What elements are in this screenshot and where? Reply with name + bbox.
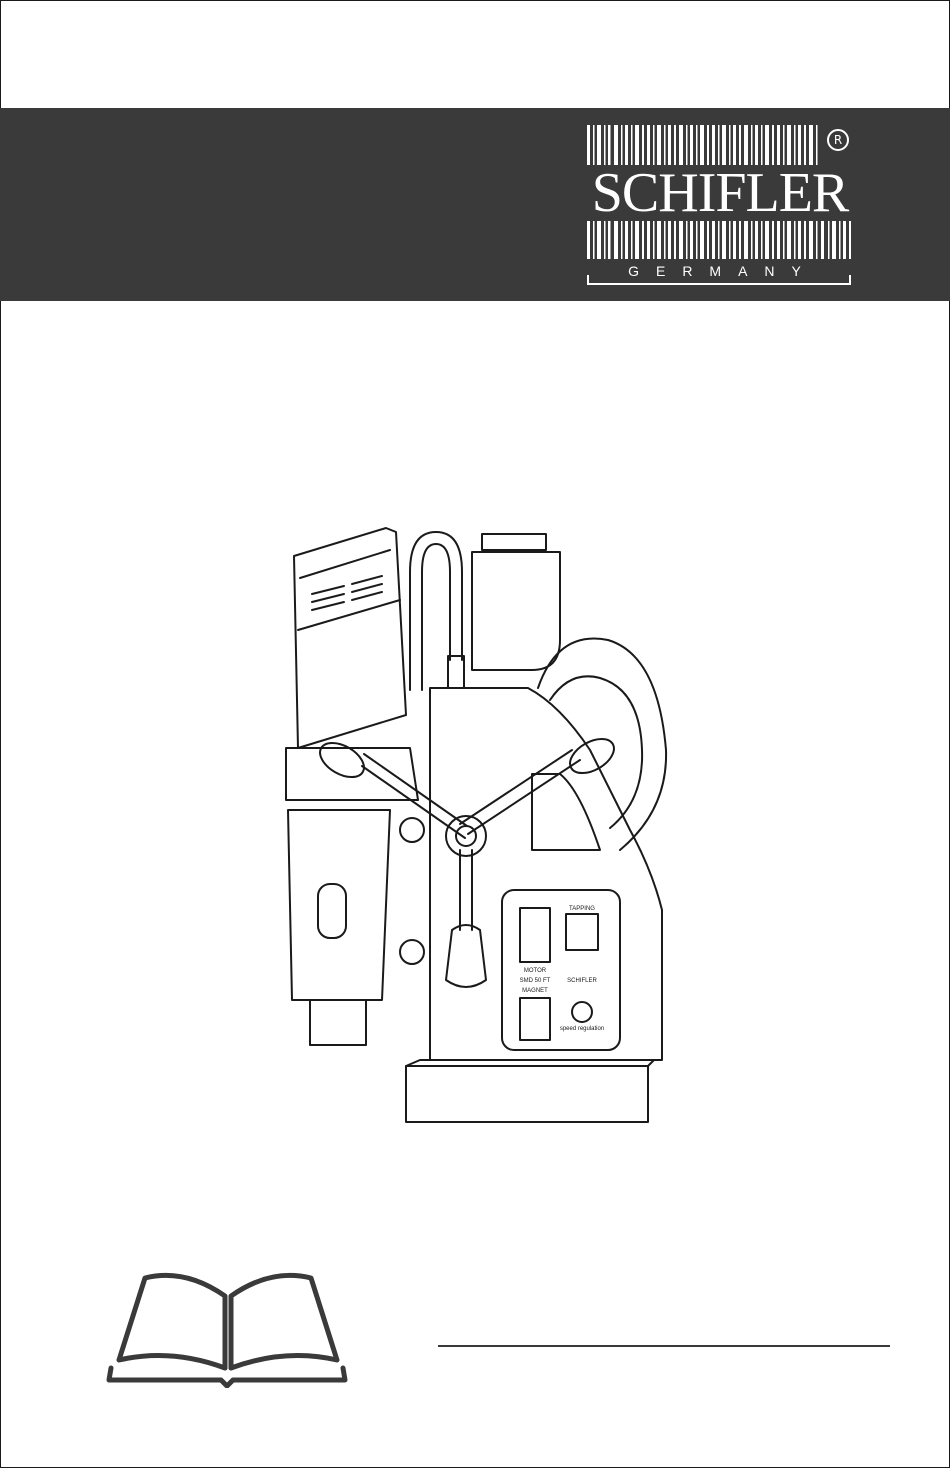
brand-wordmark: SCHIFLER: [585, 163, 855, 223]
panel-motor-label: MOTOR: [524, 968, 547, 974]
registered-mark: R: [827, 129, 849, 151]
open-book-icon: [105, 1268, 350, 1388]
panel-speed-label: speed regulation: [560, 1026, 604, 1032]
brand-logo: SCHIFLER GERMANY R: [585, 125, 855, 285]
magnetic-drill-illustration: TAPPING MOTOR SMD 50 FT MAGNET SCHIFLER …: [270, 520, 690, 1130]
panel-model-label: SMD 50 FT: [520, 978, 551, 984]
divider-line: [438, 1345, 890, 1347]
panel-magnet-label: MAGNET: [522, 988, 548, 994]
brand-country: GERMANY: [603, 263, 843, 281]
panel-tapping-label: TAPPING: [569, 906, 595, 912]
panel-brand-label: SCHIFLER: [567, 978, 597, 984]
